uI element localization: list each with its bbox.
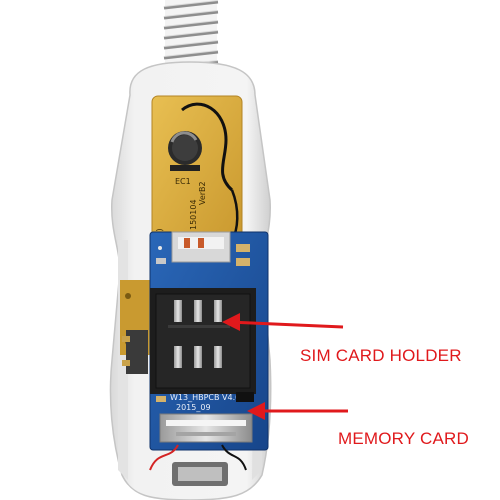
board-mark-model: W13_HBPCB V4.0 [170, 393, 240, 402]
memory-arrow [247, 402, 348, 420]
sim-card-holder [150, 288, 256, 394]
pcb-mark-ec1: EC1 [175, 177, 191, 186]
side-pins [122, 330, 148, 374]
sim-daughter-board: W13_HBPCB V4.0 2015_09 [149, 231, 269, 451]
bottom-wires [149, 444, 247, 486]
capacitor-ec1 [168, 131, 202, 171]
pcb-mark-date: 150104 [189, 199, 198, 230]
board-mark-date: 2015_09 [176, 403, 211, 412]
sim-card-holder-label: SIM CARD HOLDER [300, 346, 462, 365]
pcb-mark-version: VerB2 [198, 181, 207, 205]
sim-arrow [222, 313, 344, 331]
memory-card-slot [159, 413, 253, 443]
memory-card-label: MEMORY CARD [338, 429, 469, 448]
